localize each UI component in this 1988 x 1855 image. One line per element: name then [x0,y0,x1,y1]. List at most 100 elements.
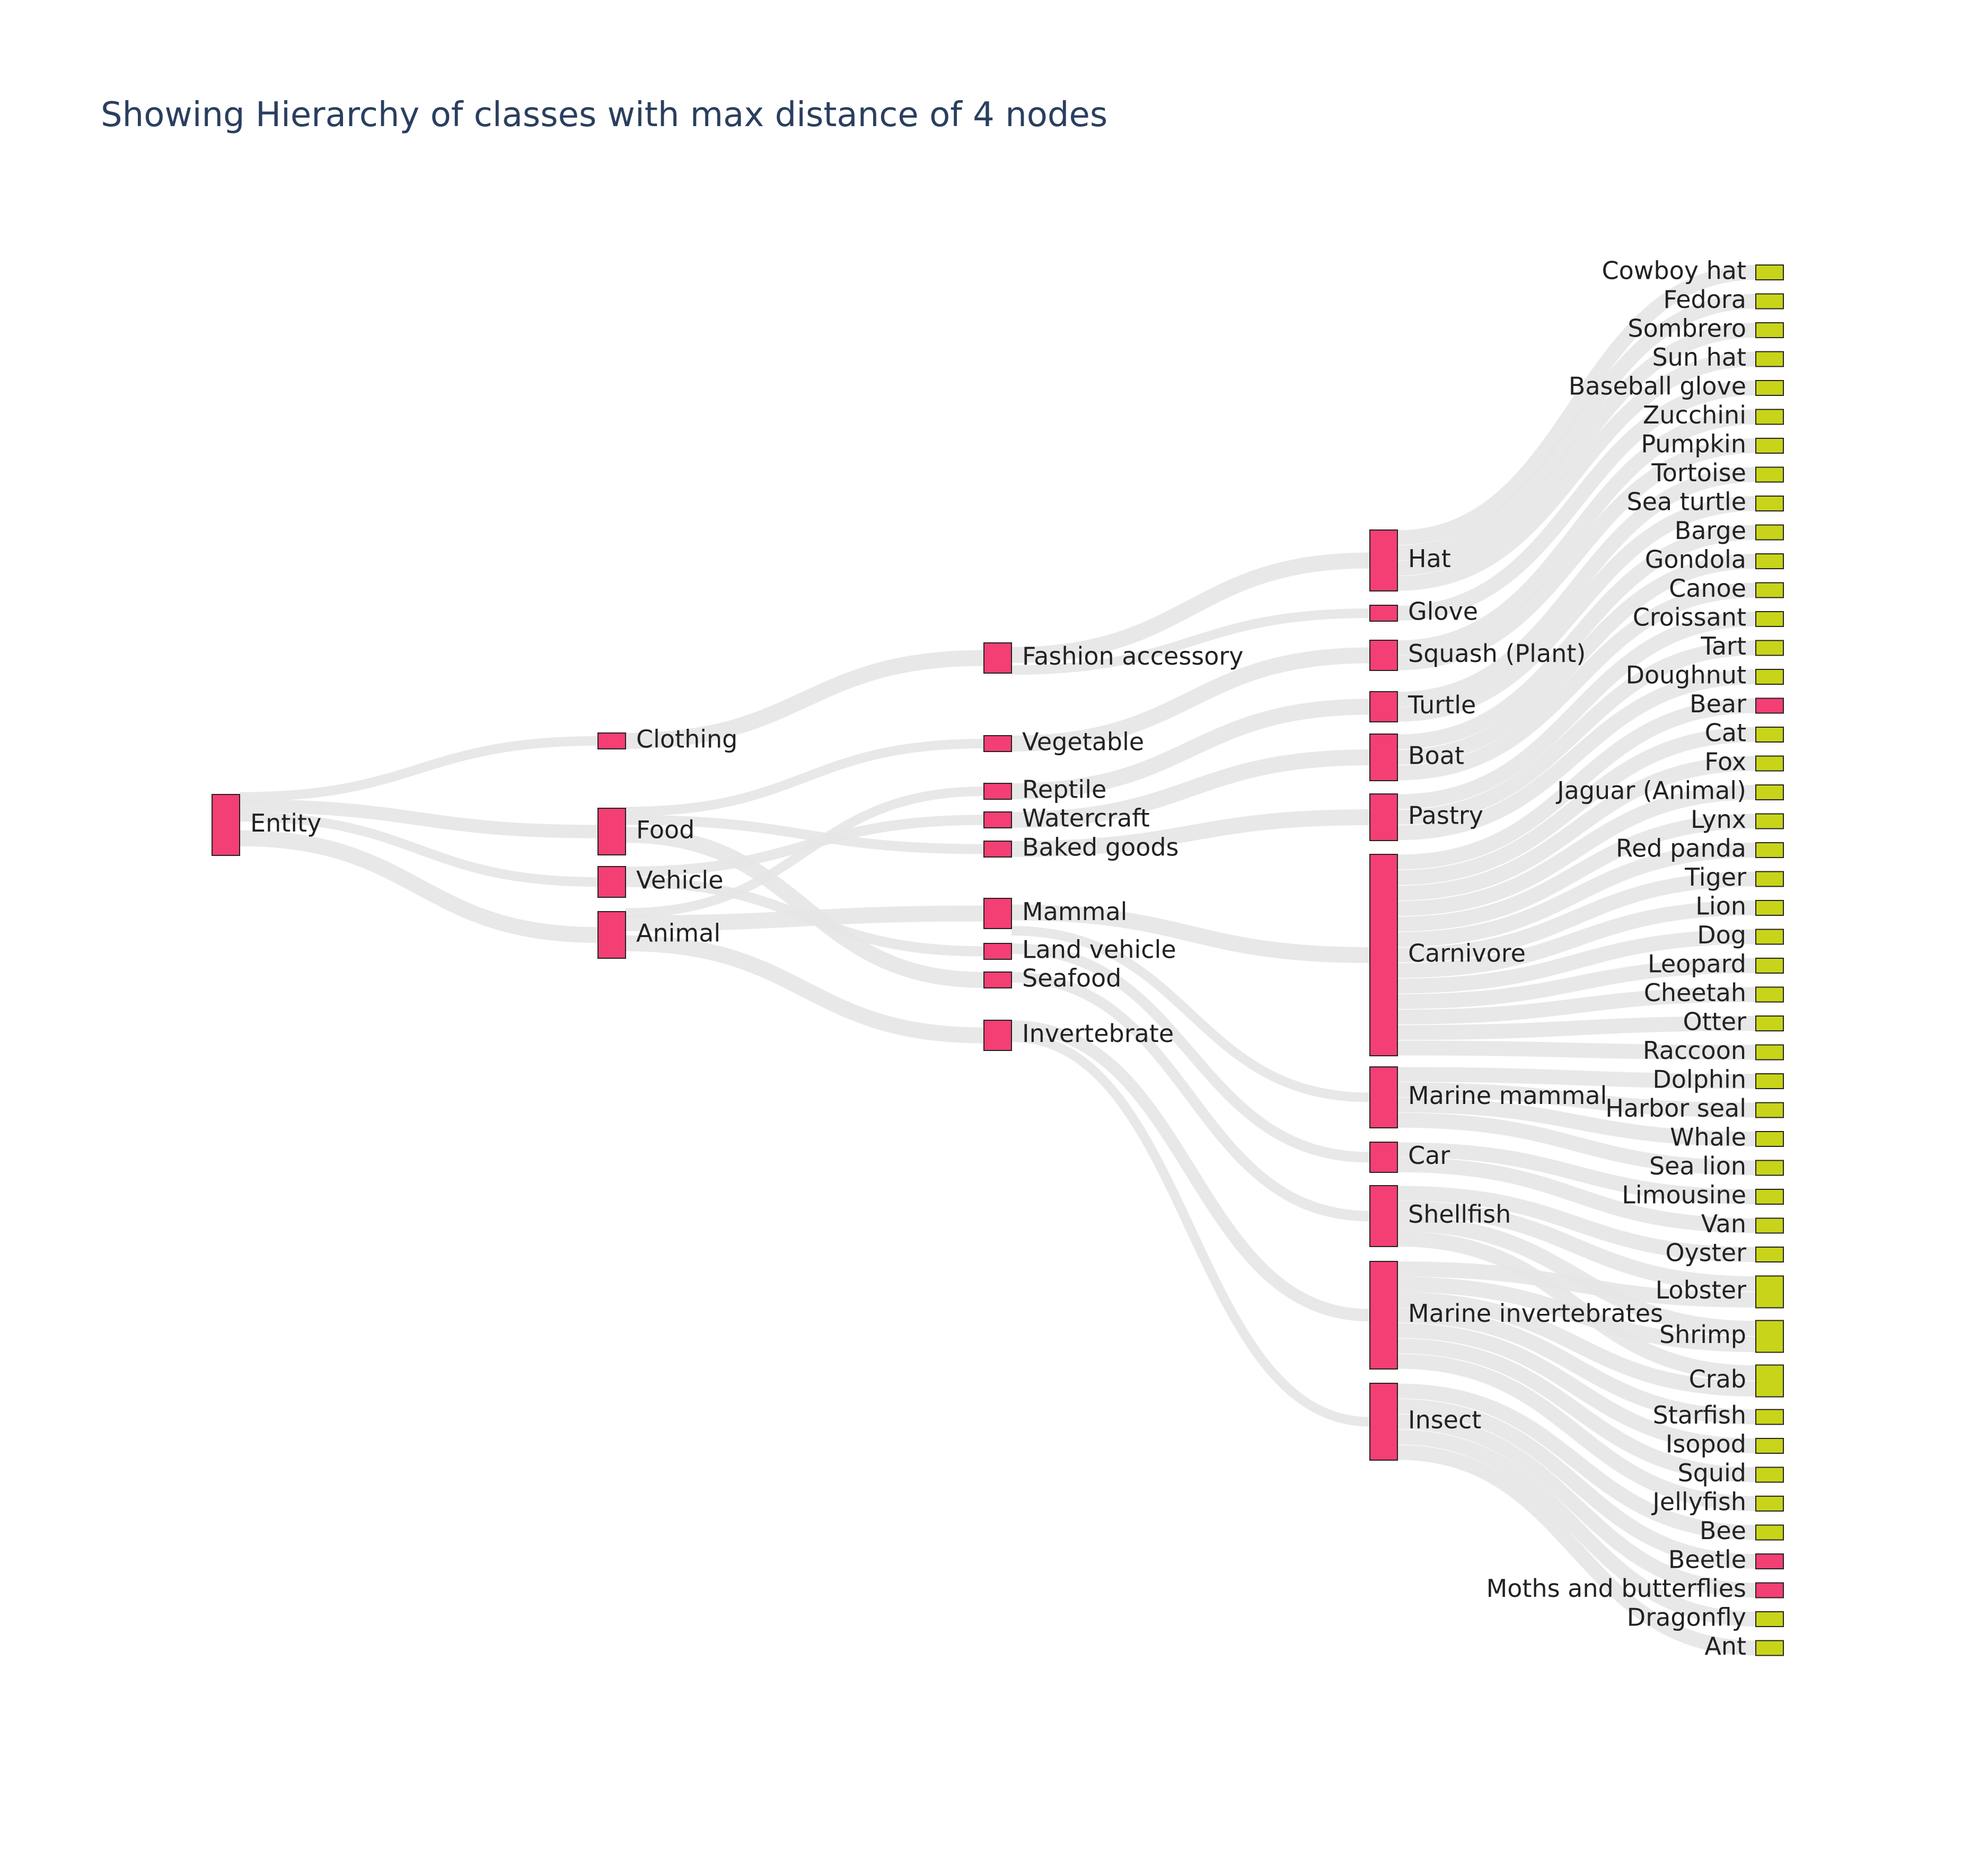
node-bar-sombrero[interactable] [1755,322,1784,338]
node-animal[interactable]: Animal [597,911,720,959]
node-vehicle[interactable]: Vehicle [597,866,724,898]
node-limousine[interactable]: Limousine [1622,1181,1784,1209]
node-marinemammal[interactable]: Marine mammal [1369,1066,1607,1128]
node-hat[interactable]: Hat [1369,529,1451,591]
node-bar-squid[interactable] [1755,1467,1784,1483]
node-bar-squash[interactable] [1369,640,1398,671]
node-bar-lion[interactable] [1755,900,1784,916]
node-bear[interactable]: Bear [1690,690,1784,718]
node-bar-van[interactable] [1755,1217,1784,1234]
node-gondola[interactable]: Gondola [1645,545,1784,574]
node-vegetable[interactable]: Vegetable [983,728,1144,756]
node-bar-animal[interactable] [597,911,626,959]
node-bar-reptile[interactable] [983,783,1012,800]
node-oyster[interactable]: Oyster [1665,1239,1784,1267]
node-fedora[interactable]: Fedora [1663,285,1784,314]
node-barge[interactable]: Barge [1675,516,1784,545]
node-cheetah[interactable]: Cheetah [1644,978,1784,1007]
node-bar-cowboyhat[interactable] [1755,264,1784,280]
node-bar-limousine[interactable] [1755,1189,1784,1205]
node-bar-clothing[interactable] [597,732,626,749]
node-bar-fashion[interactable] [983,642,1012,674]
node-lion[interactable]: Lion [1695,892,1784,921]
node-bar-harborseal[interactable] [1755,1102,1784,1118]
node-croissant[interactable]: Croissant [1633,603,1784,632]
node-jaguar[interactable]: Jaguar (Animal) [1555,776,1784,805]
node-baked[interactable]: Baked goods [983,833,1179,862]
node-bar-baseballglove[interactable] [1755,380,1784,396]
node-seafood[interactable]: Seafood [983,964,1121,993]
node-pumpkin[interactable]: Pumpkin [1641,430,1784,458]
node-bar-tart[interactable] [1755,640,1784,656]
node-bar-pastry[interactable] [1369,793,1398,841]
node-reptile[interactable]: Reptile [983,775,1106,804]
node-leopard[interactable]: Leopard [1648,950,1784,978]
node-bar-whale[interactable] [1755,1131,1784,1147]
node-bar-landveh[interactable] [983,943,1012,960]
node-bee[interactable]: Bee [1700,1516,1784,1545]
node-starfish[interactable]: Starfish [1653,1401,1784,1429]
node-fashion[interactable]: Fashion accessory [983,642,1244,674]
node-bar-jellyfish[interactable] [1755,1496,1784,1512]
node-bar-tortoise[interactable] [1755,466,1784,483]
node-bar-lobster[interactable] [1755,1275,1784,1309]
node-jellyfish[interactable]: Jellyfish [1651,1488,1784,1516]
node-bar-seafood[interactable] [983,971,1012,988]
node-bar-moths[interactable] [1755,1582,1784,1598]
node-bar-baked[interactable] [983,841,1012,858]
node-insect[interactable]: Insect [1369,1383,1481,1461]
node-canoe[interactable]: Canoe [1669,574,1784,603]
node-beetle[interactable]: Beetle [1668,1545,1784,1574]
node-bar-watercraft[interactable] [983,811,1012,828]
node-squid[interactable]: Squid [1677,1459,1784,1487]
node-bar-leopard[interactable] [1755,958,1784,974]
node-entity[interactable]: Entity [212,794,321,856]
node-fox[interactable]: Fox [1704,747,1784,776]
node-bar-glove[interactable] [1369,605,1398,622]
node-bar-carnivore[interactable] [1369,854,1398,1056]
node-bar-dog[interactable] [1755,929,1784,945]
node-moths[interactable]: Moths and butterflies [1486,1574,1784,1603]
node-seaturtle[interactable]: Sea turtle [1626,488,1784,516]
node-bar-seaturtle[interactable] [1755,496,1784,511]
node-bar-redpanda[interactable] [1755,842,1784,858]
node-bar-crab[interactable] [1755,1364,1784,1398]
node-harborseal[interactable]: Harbor seal [1605,1094,1784,1123]
node-baseballglove[interactable]: Baseball glove [1569,372,1784,401]
node-zucchini[interactable]: Zucchini [1643,401,1784,429]
node-lynx[interactable]: Lynx [1691,805,1784,834]
node-bar-lynx[interactable] [1755,813,1784,829]
node-bar-bear[interactable] [1755,697,1784,714]
node-cat[interactable]: Cat [1705,719,1784,747]
node-bar-fox[interactable] [1755,755,1784,772]
node-bar-marinemammal[interactable] [1369,1066,1398,1128]
node-bar-zucchini[interactable] [1755,409,1784,425]
node-lobster[interactable]: Lobster [1656,1275,1784,1309]
node-bar-hat[interactable] [1369,529,1398,591]
node-mammal[interactable]: Mammal [983,897,1127,929]
node-cowboyhat[interactable]: Cowboy hat [1602,257,1784,285]
node-bar-car[interactable] [1369,1142,1398,1173]
node-whale[interactable]: Whale [1670,1123,1784,1152]
node-bar-isopod[interactable] [1755,1438,1784,1454]
node-bar-oyster[interactable] [1755,1247,1784,1262]
node-bar-dragonfly[interactable] [1755,1611,1784,1627]
node-bar-tiger[interactable] [1755,871,1784,887]
node-car[interactable]: Car [1369,1141,1450,1173]
node-invertebrate[interactable]: Invertebrate [983,1019,1174,1051]
node-turtle[interactable]: Turtle [1369,691,1476,722]
node-tart[interactable]: Tart [1700,632,1784,660]
node-tortoise[interactable]: Tortoise [1651,458,1784,487]
node-bar-invertebrate[interactable] [983,1020,1012,1051]
node-bar-fedora[interactable] [1755,293,1784,310]
node-doughnut[interactable]: Doughnut [1626,661,1784,690]
node-carnivore[interactable]: Carnivore [1369,854,1526,1056]
node-bar-insect[interactable] [1369,1383,1398,1461]
node-bar-mammal[interactable] [983,898,1012,929]
node-dolphin[interactable]: Dolphin [1652,1065,1784,1094]
node-watercraft[interactable]: Watercraft [983,804,1150,833]
node-bar-shrimp[interactable] [1755,1320,1784,1353]
node-bar-food[interactable] [597,808,626,855]
node-otter[interactable]: Otter [1683,1008,1784,1036]
node-bar-starfish[interactable] [1755,1409,1784,1425]
